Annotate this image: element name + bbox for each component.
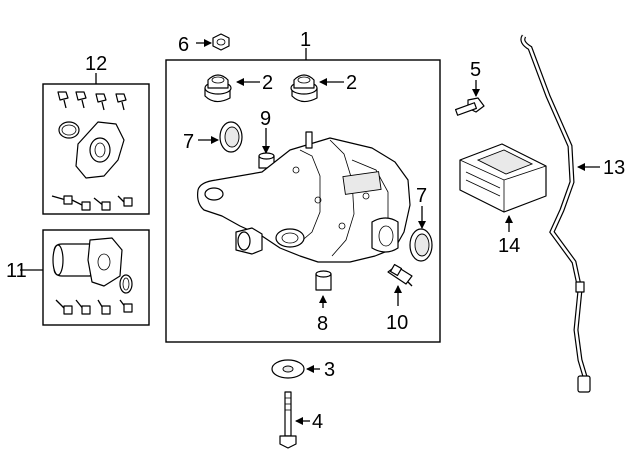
callout-6: 6 [178, 34, 189, 56]
callout-labels: 1 2 2 3 4 5 6 7 7 8 9 10 11 12 13 14 [6, 29, 625, 433]
long-bolt-part [279, 391, 297, 449]
differential-housing [197, 131, 411, 263]
sensor-cable-part [520, 34, 591, 393]
small-bolt-row-bottom [51, 195, 133, 211]
control-module-part [459, 143, 547, 213]
cover-kit-parts [51, 91, 133, 211]
callout-11: 11 [6, 260, 27, 282]
callout-8: 8 [317, 313, 328, 335]
callout-1: 1 [300, 29, 311, 51]
callout-12: 12 [85, 53, 107, 75]
callout-9: 9 [260, 108, 271, 130]
callout-14: 14 [498, 235, 520, 257]
seal-part-right [409, 228, 433, 262]
seal-part-left [219, 121, 243, 153]
callout-5: 5 [470, 59, 481, 81]
bushing-part-right [290, 74, 318, 103]
washer-part [271, 359, 305, 379]
callout-2a: 2 [262, 72, 273, 94]
bushing-part-left [204, 74, 232, 103]
actuator-kit-box [42, 229, 150, 326]
callout-7a: 7 [183, 131, 194, 153]
sensor-part [387, 263, 413, 287]
callout-4: 4 [312, 411, 323, 433]
main-assembly-box [165, 59, 441, 343]
nut-part [212, 33, 230, 51]
small-bolt-row-top [57, 91, 127, 111]
callout-2b: 2 [346, 72, 357, 94]
actuator-kit-parts [52, 237, 133, 315]
callout-7b: 7 [416, 185, 427, 207]
leader-lines [20, 39, 600, 425]
bolt-part [454, 97, 485, 116]
plug-part [315, 270, 332, 291]
callout-13: 13 [603, 157, 625, 179]
callout-10: 10 [386, 312, 408, 334]
callout-3: 3 [324, 359, 335, 381]
actuator-bolts [55, 299, 133, 315]
